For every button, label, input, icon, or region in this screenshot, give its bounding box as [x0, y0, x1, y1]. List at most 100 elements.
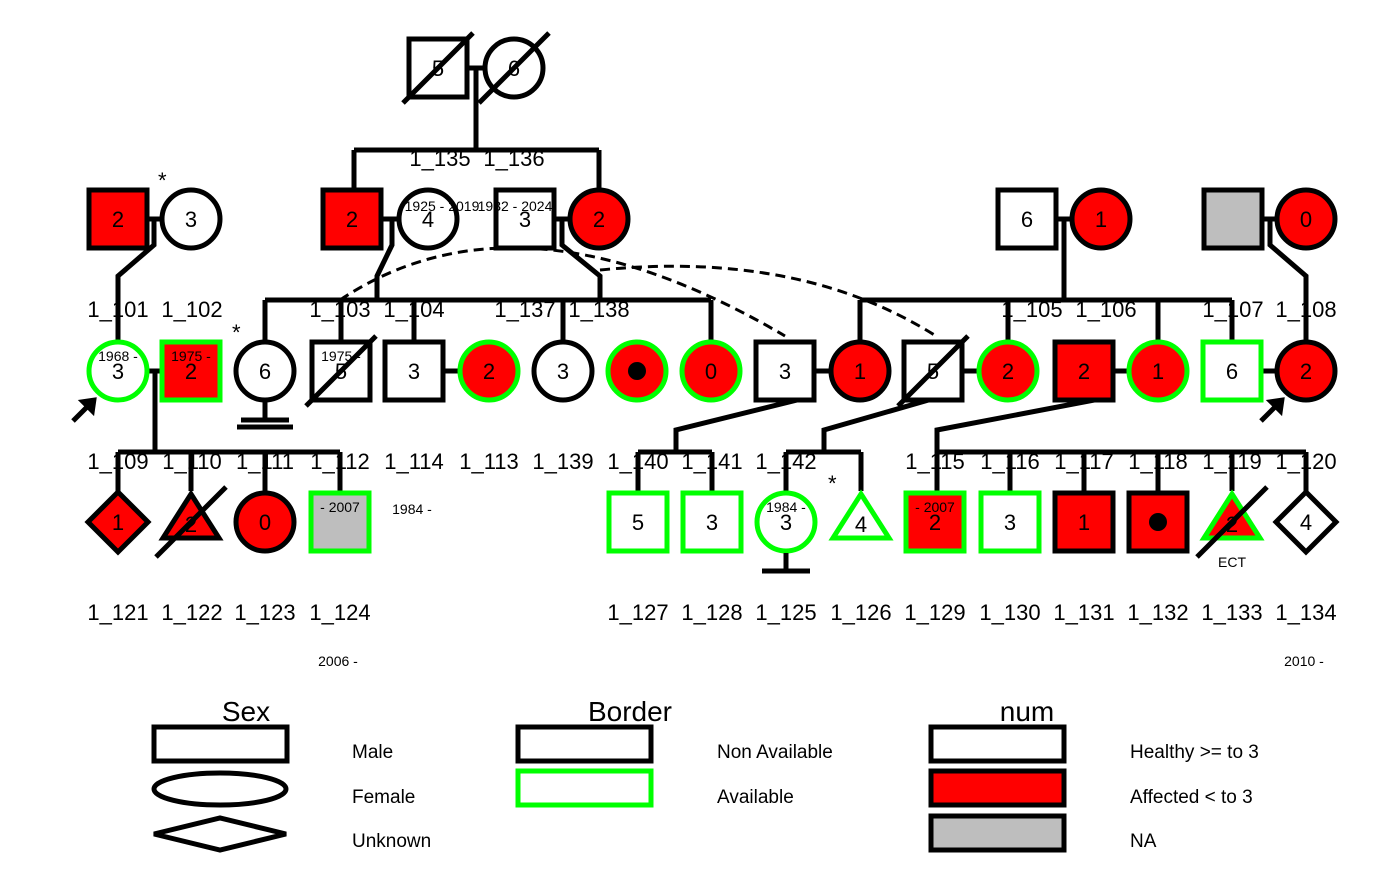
id-label: 1_103 [309, 297, 370, 322]
id-label: 1_123 [234, 600, 295, 625]
id-label: 1_142 [755, 449, 816, 474]
date-r2e: 1932 - 2024 [478, 198, 553, 214]
individual-shape [1052, 339, 1116, 403]
individual-r4f: 3 [680, 490, 744, 554]
id-label: 1_101 [87, 297, 148, 322]
individual-r3f: 2 [457, 339, 521, 403]
id-label: 1_132 [1127, 600, 1188, 625]
id-label: 1_128 [681, 600, 742, 625]
id-label: 1_119 [1202, 449, 1262, 474]
legend-na-label: NA [1130, 831, 1157, 852]
individual-num: 3 [112, 359, 124, 384]
date-bottom-right: 2010 - [1284, 653, 1324, 669]
legend-male-swatch [151, 724, 290, 764]
individual-num: 2 [929, 510, 941, 535]
individual-shape [995, 187, 1059, 251]
individual-num: 2 [1300, 359, 1312, 384]
individual-date: 1968 - [98, 348, 138, 364]
asterisk-mark: * [158, 168, 167, 193]
individual-r3h [605, 339, 669, 403]
individual-shape [159, 187, 223, 251]
individual-num: 3 [706, 510, 718, 535]
individual-r3k: 1 [828, 339, 892, 403]
id-label: 1_108 [1275, 297, 1336, 322]
individual-r2h: 1 [1069, 187, 1133, 251]
individual-shape [159, 339, 223, 403]
individual-shape [86, 187, 150, 251]
id-label: 1_122 [161, 600, 222, 625]
individual-r4d: - 2007 [308, 490, 372, 554]
legend-num-title: num [1000, 696, 1054, 727]
id-label: 1_106 [1075, 297, 1136, 322]
id-label: 1_114 [384, 449, 444, 474]
individual-r3g: 3 [531, 339, 595, 403]
asterisk-mark: * [232, 320, 241, 345]
individual-num: 2 [1002, 359, 1014, 384]
individual-num: 2 [1078, 359, 1090, 384]
individual-shape [158, 489, 224, 541]
id-label: 1_130 [979, 600, 1040, 625]
individual-shape [976, 339, 1040, 403]
id-label: 1_133 [1201, 600, 1262, 625]
individual-r3i: 0 [679, 339, 743, 403]
individual-r2f: 2 [567, 187, 631, 251]
individual-r3p: 6 [1200, 339, 1264, 403]
legend-healthy-label: Healthy >= to 3 [1130, 742, 1259, 763]
individual-shape [382, 339, 446, 403]
individual-num: 1 [1078, 510, 1090, 535]
id-label: 1_104 [383, 297, 444, 322]
legend-nonavailable-swatch [515, 724, 654, 764]
carrier-dot [1149, 513, 1167, 531]
deceased-slash [154, 485, 228, 559]
individual-num: 3 [519, 207, 531, 232]
individual-r4e: 5 [606, 490, 670, 554]
asterisk-mark: * [828, 471, 837, 496]
individual-shape [396, 187, 460, 251]
individual-num: 6 [1021, 207, 1033, 232]
individual-num: 0 [1300, 207, 1312, 232]
individual-shape [1199, 489, 1265, 541]
individual-r2e: 3 [493, 187, 557, 251]
relationship-lines [115, 65, 1309, 491]
id-label: 1_117 [1054, 449, 1114, 474]
individual-num: 4 [1300, 510, 1312, 535]
individual-r3j: 3 [753, 339, 817, 403]
individual-num: 0 [705, 359, 717, 384]
individual-num: 3 [780, 510, 792, 535]
individual-num: 3 [1004, 510, 1016, 535]
individual-r4k: 1 [1052, 490, 1116, 554]
individual-r3d: 51975 - [304, 334, 378, 408]
legend-available-label: Available [717, 787, 794, 808]
individual-r4b: 2 [154, 485, 228, 559]
legend-female-label: Female [352, 787, 415, 808]
id-label: 1_140 [607, 449, 668, 474]
individual-shape [1274, 187, 1338, 251]
individual-shape [1272, 488, 1340, 556]
legend-nonavailable-label: Non Available [717, 742, 833, 763]
individual-r3o: 1 [1126, 339, 1190, 403]
individual-r2j: 0 [1274, 187, 1338, 251]
individual-shape [233, 490, 297, 554]
individual-shape [828, 339, 892, 403]
legend-unknown-label: Unknown [352, 831, 431, 852]
individual-num: 0 [259, 510, 271, 535]
id-label: 1_121 [87, 600, 148, 625]
individual-date: 1984 - [766, 499, 806, 515]
id-label: 1_120 [1275, 449, 1336, 474]
date-r4d-after: 1984 - [392, 501, 432, 517]
individual-g1m: 5 [401, 31, 475, 105]
individual-num: 2 [483, 359, 495, 384]
individual-r2d: 4 [396, 187, 460, 251]
individual-r4a: 1 [84, 488, 152, 556]
individual-shape [828, 489, 894, 541]
individual-date: 1975 - [321, 348, 361, 364]
individual-shape [754, 490, 818, 554]
id-label: 1_138 [568, 297, 629, 322]
individual-num: 1 [854, 359, 866, 384]
individual-shape [308, 490, 372, 554]
individual-r4m: 2ECT [1195, 485, 1269, 570]
individual-num: 5 [632, 510, 644, 535]
